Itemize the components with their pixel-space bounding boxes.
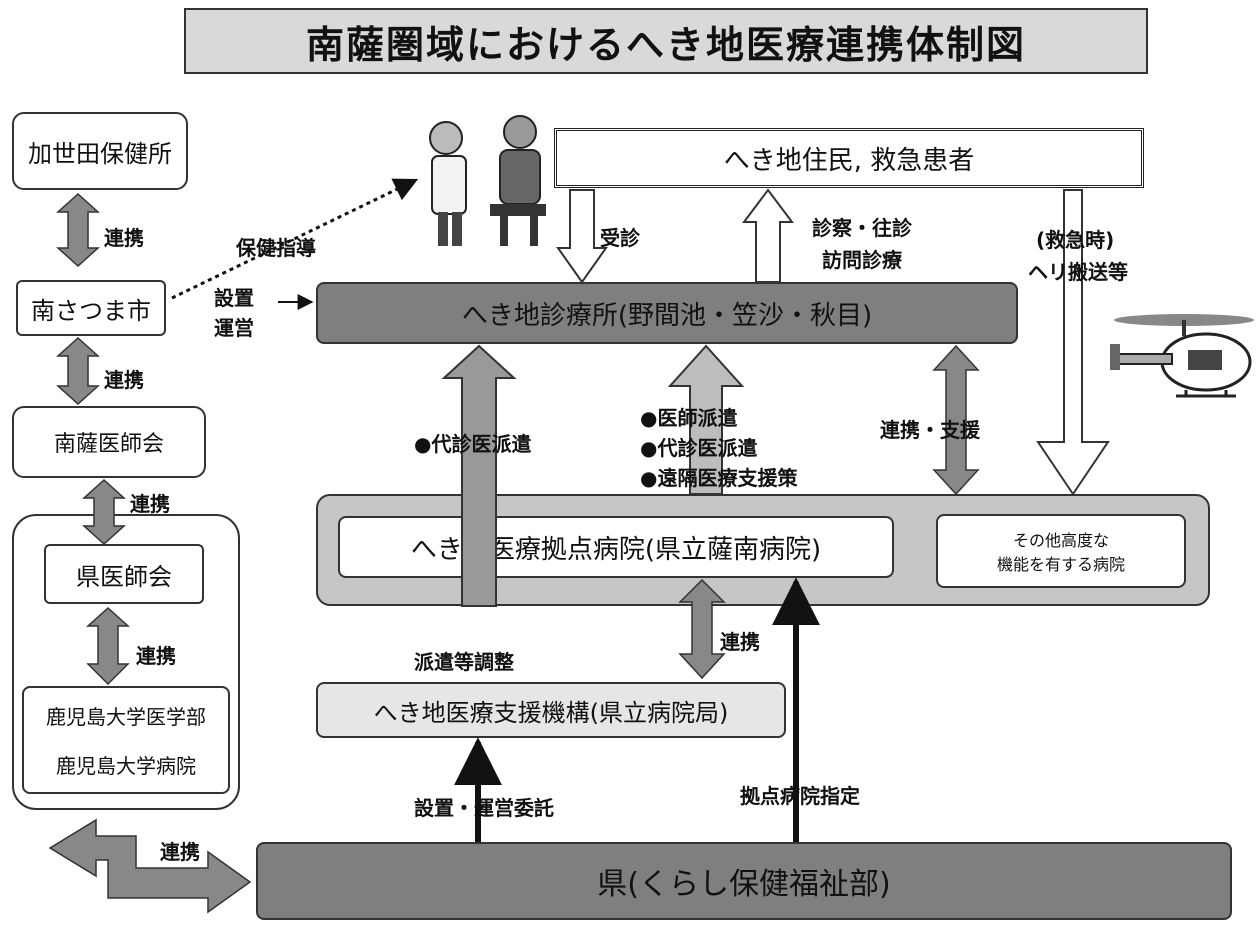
- univ-hospital-label: 鹿児島大学病院: [56, 754, 196, 778]
- renkei-label-4: 連携: [136, 644, 176, 668]
- renkei-mid-arrow: [678, 578, 726, 680]
- renkei-label-2: 連携: [104, 368, 144, 392]
- nansatsu-medical-association: 南薩医師会: [12, 406, 206, 478]
- other-hospital-line1: その他高度な: [1012, 531, 1109, 550]
- renkei-label-1: 連携: [104, 226, 144, 250]
- unei-label: 運営: [214, 316, 254, 340]
- doctor-patient-icon: [429, 115, 546, 246]
- enkaku-label: ●遠隔医療支援策: [640, 466, 798, 490]
- kyoten-shitei-label: 拠点病院指定: [740, 784, 860, 808]
- renkei-shien-label: 連携・支援: [880, 418, 980, 442]
- clinic-box: へき地診療所(野間池・笠沙・秋目): [316, 282, 1018, 344]
- daishin-arrow: [441, 344, 517, 607]
- ken-ishikai-label: 県医師会: [76, 562, 172, 591]
- daishin-haken2-label: ●代診医派遣: [640, 436, 758, 460]
- title-box: 南薩圏域におけるへき地医療連携体制図: [184, 8, 1148, 74]
- renkei-bent-arrow: [48, 818, 252, 914]
- daishin-haken-label: ●代診医派遣: [414, 432, 532, 456]
- hoken-shido-label: 保健指導: [236, 236, 316, 260]
- kyukyu-label: (救急時): [1036, 228, 1115, 252]
- kaseda-health-center: 加世田保健所: [12, 112, 188, 190]
- heli-transport-arrow: [1036, 189, 1110, 496]
- haken-chosei-label: 派遣等調整: [414, 650, 514, 674]
- other-hospital-line2: 機能を有する病院: [996, 555, 1125, 574]
- other-hospital-box: その他高度な 機能を有する病院: [936, 514, 1186, 588]
- shinsatsu-label: 診察・往診: [812, 216, 912, 240]
- prefecture-label: 県(くらし保健福祉部): [597, 867, 891, 902]
- base-hospital-box: へき地医療拠点病院(県立薩南病院): [338, 516, 894, 578]
- med-faculty-label: 鹿児島大学医学部: [46, 705, 206, 729]
- hoken-shido-arrow: [171, 178, 419, 300]
- residents-label: へき地住民, 救急患者: [723, 145, 975, 176]
- minami-satsuma-label: 南さつま市: [31, 296, 151, 325]
- setchi-label: 設置: [214, 286, 254, 310]
- prefecture-medical-association: 県医師会: [44, 544, 204, 604]
- support-org-label: へき地医療支援機構(県立病院局): [373, 698, 729, 727]
- heli-label: ヘリ搬送等: [1028, 260, 1128, 284]
- ishi-haken-arrow: [667, 344, 745, 495]
- jushin-arrow: [556, 189, 608, 284]
- support-org-box: へき地医療支援機構(県立病院局): [316, 682, 786, 738]
- page-title: 南薩圏域におけるへき地医療連携体制図: [305, 22, 1026, 67]
- residents-box: へき地住民, 救急患者: [554, 128, 1144, 188]
- renkei-label-5: 連携: [160, 840, 200, 864]
- prefecture-box: 県(くらし保健福祉部): [256, 842, 1232, 920]
- minami-satsuma-city: 南さつま市: [16, 280, 166, 336]
- renkei-arrow-2: [56, 336, 100, 406]
- renkei-shien-arrow: [932, 344, 980, 496]
- renkei-arrow-3: [82, 478, 126, 546]
- kaseda-label: 加世田保健所: [28, 139, 172, 168]
- houmon-label: 訪問診療: [822, 248, 902, 272]
- shinsatsu-arrow: [742, 188, 794, 283]
- nansatsu-label: 南薩医師会: [53, 432, 164, 457]
- renkei-mid-label: 連携: [720, 630, 760, 654]
- jushin-label: 受診: [600, 226, 640, 250]
- helicopter-icon: [1110, 314, 1254, 398]
- clinic-label: へき地診療所(野間池・笠沙・秋目): [461, 300, 873, 331]
- setchi-itaku-label: 設置・運営委託: [414, 796, 554, 820]
- kagoshima-university: 鹿児島大学医学部 鹿児島大学病院: [22, 686, 230, 794]
- renkei-label-3: 連携: [130, 492, 170, 516]
- renkei-arrow-4: [86, 606, 130, 686]
- ishi-haken-label: ●医師派遣: [640, 406, 738, 430]
- renkei-arrow-1: [56, 192, 100, 268]
